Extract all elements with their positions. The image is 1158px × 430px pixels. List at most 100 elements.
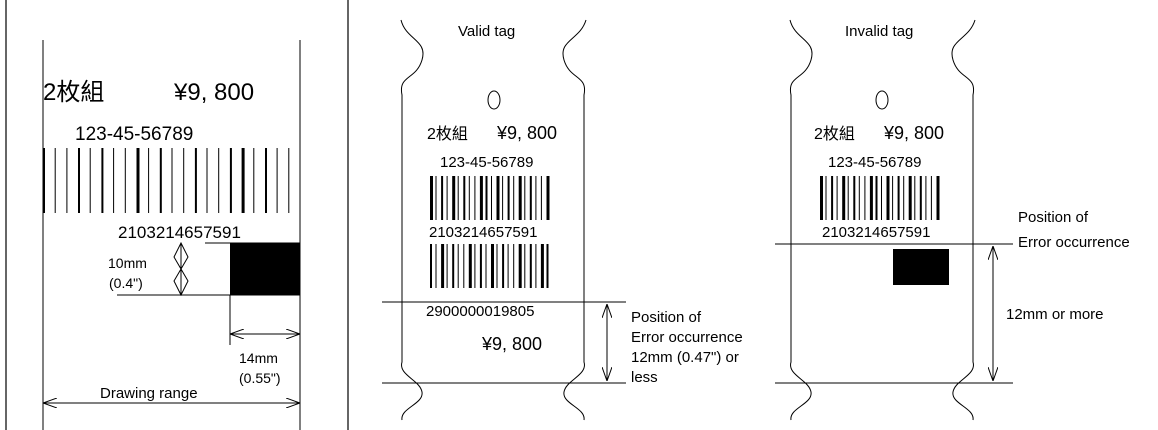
barcode-bar xyxy=(446,176,448,220)
barcode-bar xyxy=(491,176,492,220)
error-label-line-2: Error occurrence xyxy=(1018,234,1130,251)
barcode-bar xyxy=(457,176,459,220)
barcode-bar xyxy=(276,148,278,213)
barcode-bar xyxy=(546,176,550,220)
tag-outline xyxy=(789,19,976,421)
hang-hole xyxy=(487,90,501,110)
barcode-bar xyxy=(858,176,860,220)
barcode-bar xyxy=(78,148,80,213)
barcode-bar xyxy=(524,176,526,220)
barcode-bar xyxy=(241,148,245,213)
barcode-bar xyxy=(43,148,45,213)
barcode-bar xyxy=(864,176,866,220)
error-label-line-1: Position of xyxy=(631,309,702,326)
barcode-bar xyxy=(513,176,515,220)
barcode-bar xyxy=(502,244,505,288)
barcode-bar xyxy=(524,244,526,288)
set-label: 2枚組 xyxy=(427,125,468,143)
barcode-bar xyxy=(229,148,232,213)
barcode-number: 2103214657591 xyxy=(429,224,537,241)
barcode-bar xyxy=(518,244,522,288)
height-dimension-inch: (0.4") xyxy=(109,275,143,291)
barcode-bar xyxy=(288,148,290,213)
barcode-bar xyxy=(430,244,432,288)
second-barcode xyxy=(430,244,549,288)
drawing-range-label: Drawing range xyxy=(100,385,198,402)
tag-outline xyxy=(400,19,587,421)
barcode-bar xyxy=(540,244,544,288)
barcode-bar xyxy=(446,244,448,288)
barcode-bar xyxy=(113,148,115,213)
barcode-bar xyxy=(194,148,197,213)
barcode-bar xyxy=(496,176,500,220)
set-label: 2枚組 xyxy=(814,125,855,143)
left-panel: 2枚組 ¥9, 800 123-45-56789 2103214657591 1… xyxy=(5,0,349,430)
barcode-bar xyxy=(892,176,894,220)
barcode-bar xyxy=(881,176,882,220)
barcode-bar xyxy=(930,176,932,220)
error-label-line-3: 12mm (0.47") or xyxy=(631,349,739,366)
barcode-bar xyxy=(218,148,220,213)
barcode-number: 2103214657591 xyxy=(118,223,241,242)
barcode-bar xyxy=(925,176,927,220)
set-label: 2枚組 xyxy=(43,79,104,106)
barcode-bar xyxy=(253,148,255,213)
barcode-bar xyxy=(206,148,208,213)
barcode-bar xyxy=(831,176,834,220)
barcode-bar xyxy=(468,176,470,220)
barcode-bar xyxy=(474,244,476,288)
barcode-bar xyxy=(441,244,445,288)
barcode-bar xyxy=(936,176,940,220)
distance-label: 12mm or more xyxy=(1006,306,1104,323)
product-code: 123-45-56789 xyxy=(828,154,921,171)
barcode-bar xyxy=(535,176,537,220)
barcode-bar xyxy=(546,244,549,288)
barcode-bar xyxy=(502,176,504,220)
barcode-bar xyxy=(836,176,838,220)
barcode-bar xyxy=(540,176,542,220)
barcode-bar xyxy=(441,176,444,220)
barcode-bar xyxy=(825,176,827,220)
barcode-bar xyxy=(914,176,916,220)
barcode-bar xyxy=(101,148,104,213)
barcode-bar xyxy=(474,176,476,220)
barcode-bar xyxy=(136,148,140,213)
error-label-line-1: Position of xyxy=(1018,209,1089,226)
barcode-bar xyxy=(124,148,126,213)
error-label-line-2: Error occurrence xyxy=(631,329,743,346)
price-label: ¥9, 800 xyxy=(496,123,557,143)
barcode-bar xyxy=(820,176,823,220)
barcode-bar xyxy=(847,176,849,220)
barcode-bar xyxy=(529,176,532,220)
barcode-bar xyxy=(518,176,522,220)
barcode-bar xyxy=(491,244,494,288)
barcode xyxy=(43,148,290,213)
height-dimension-label: 10mm xyxy=(108,255,147,271)
barcode-bar xyxy=(908,176,912,220)
black-mark xyxy=(893,249,949,285)
invalid-tag: Invalid tag 2枚組 ¥9, 800 123-45-56789 210… xyxy=(775,19,1130,421)
barcode-bar xyxy=(452,176,456,220)
black-mark xyxy=(230,243,300,295)
barcode-bar xyxy=(919,176,922,220)
product-code: 123-45-56789 xyxy=(440,154,533,171)
barcode-bar xyxy=(89,148,91,213)
barcode-bar xyxy=(496,244,498,288)
second-barcode-number: 2900000019805 xyxy=(426,303,534,320)
barcode xyxy=(430,176,550,220)
barcode-bar xyxy=(463,176,466,220)
barcode-bar xyxy=(159,148,162,213)
barcode-bar xyxy=(430,176,433,220)
barcode-bar xyxy=(897,176,900,220)
barcode-bar xyxy=(903,176,905,220)
width-dimension-inch: (0.55") xyxy=(239,370,281,386)
barcode-bar xyxy=(452,244,455,288)
barcode-bar xyxy=(869,176,873,220)
bottom-price: ¥9, 800 xyxy=(481,334,542,354)
barcode-bar xyxy=(535,244,537,288)
barcode-bar xyxy=(457,244,459,288)
barcode-bar xyxy=(265,148,267,213)
barcode-bar xyxy=(485,176,488,220)
barcode-bar xyxy=(479,176,483,220)
